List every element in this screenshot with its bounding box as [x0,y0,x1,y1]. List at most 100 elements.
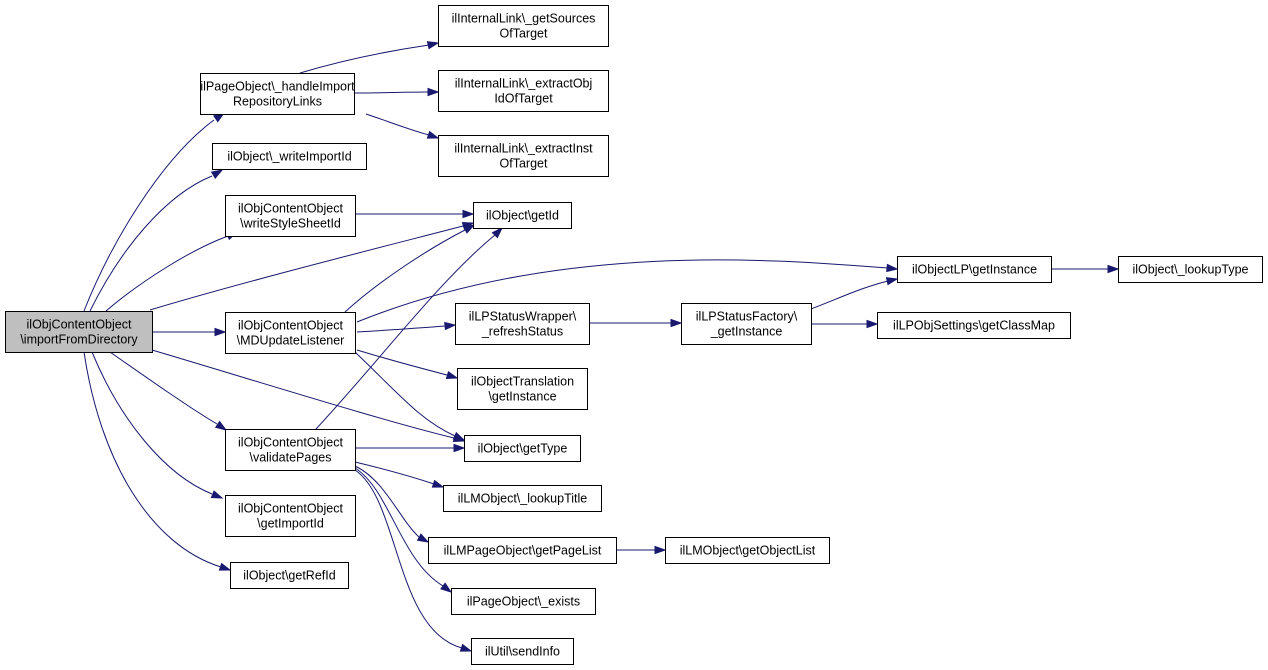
edge-validatePages-to-getId [315,226,504,430]
node-label-line: ilUtil\sendInfo [485,645,560,659]
node-getRefId[interactable]: ilObject\getRefId [230,562,349,589]
node-label-line: \validatePages [249,451,331,465]
node-lookupTitle[interactable]: ilLMObject\_lookupTitle [443,485,602,512]
node-getType[interactable]: ilObject\getType [464,435,581,462]
arrowhead [445,370,459,380]
edge-root-to-writeImportId [89,169,224,312]
node-box[interactable] [225,195,356,237]
arrowhead [210,490,224,499]
edge-line [105,235,229,312]
arrowhead [416,533,430,543]
edge-validatePages-to-getPageList [354,465,430,543]
edge-line [89,175,213,312]
node-box[interactable] [455,303,590,345]
node-box[interactable] [473,202,572,229]
edge-line [354,351,456,437]
node-objectLPGetInstance[interactable]: ilObjectLP\getInstance [897,256,1052,283]
node-exists[interactable]: ilPageObject\_exists [451,588,596,615]
node-box[interactable] [443,485,602,512]
node-box[interactable] [665,537,830,564]
node-box[interactable] [438,135,609,177]
edge-line [83,351,222,568]
node-box[interactable] [1118,256,1263,283]
node-box[interactable] [225,429,356,471]
arrowhead [210,169,224,180]
arrowhead [431,479,445,488]
node-box[interactable] [428,537,617,564]
node-label-line: ilLMPageObject\getPageList [444,544,602,558]
node-box[interactable] [897,256,1052,283]
node-refreshStatus[interactable]: ilLPStatusWrapper\_refreshStatus [455,303,590,345]
edge-MDUpdateListener-to-getType [354,351,466,441]
node-box[interactable] [438,70,609,112]
node-translationGetInstance[interactable]: ilObjectTranslation\getInstance [457,368,588,410]
edge-line [810,280,889,310]
arrowhead [427,87,440,97]
node-label-line: ilPageObject\_handleImport [200,80,355,94]
node-sendInfo[interactable]: ilUtil\sendInfo [471,638,574,665]
node-label-line: ilInternalLink\_getSources [452,12,596,26]
node-label-line: ilObject\getType [478,442,568,456]
node-box[interactable] [5,311,153,353]
node-box[interactable] [681,303,812,345]
node-lookupType[interactable]: ilObject\_lookupType [1118,256,1263,283]
edge-MDUpdateListener-to-refreshStatus [356,321,457,333]
edge-refreshStatus-to-statusFactory [589,318,683,328]
edge-validatePages-to-lookupTitle [354,461,445,488]
node-label-line: ilObjectLP\getInstance [912,263,1037,277]
node-getId[interactable]: ilObject\getId [473,202,572,229]
node-box[interactable] [464,435,581,462]
edge-root-to-validatePages [109,351,228,431]
arrowhead [426,41,440,50]
node-handleImport[interactable]: ilPageObject\_handleImportRepositoryLink… [200,73,355,115]
edge-validatePages-to-sendInfo [354,469,473,652]
node-writeStyleSheetId[interactable]: ilObjContentObject\writeStyleSheetId [225,195,356,237]
node-statusFactory[interactable]: ilLPStatusFactory\_getInstance [681,303,812,345]
node-box[interactable] [225,312,356,354]
edge-line [356,349,448,376]
edge-root-to-getType [151,349,466,443]
edge-root-to-handleImport [83,112,226,312]
node-box[interactable] [457,368,588,410]
edge-MDUpdateListener-to-getId [344,224,476,313]
node-box[interactable] [200,73,355,115]
node-label-line: RepositoryLinks [233,95,322,109]
edge-line [315,234,496,430]
arrowhead [444,321,457,331]
edge-line [354,461,435,485]
node-box[interactable] [212,143,367,170]
edge-line [109,351,218,425]
node-MDUpdateListener[interactable]: ilObjContentObject\MDUpdateListener [225,312,356,354]
edge-writeStyleSheetId-to-getId [355,209,475,219]
node-validatePages[interactable]: ilObjContentObject\validatePages [225,429,356,471]
node-getPageList[interactable]: ilLMPageObject\getPageList [428,537,617,564]
edge-handleImport-to-getSources [299,41,440,74]
edge-line [365,113,430,136]
node-label-line: ilObjContentObject [238,202,343,216]
arrowhead [453,443,466,453]
node-getImportId[interactable]: ilObjContentObject\getImportId [225,495,356,537]
edge-line [353,91,429,94]
node-root[interactable]: ilObjContentObject\importFromDirectory [5,311,153,353]
node-box[interactable] [877,312,1071,339]
edge-handleImport-to-extractInst [365,113,440,139]
node-writeImportId[interactable]: ilObject\_writeImportId [212,143,367,170]
node-getObjectList[interactable]: ilLMObject\getObjectList [665,537,830,564]
arrowhead [452,431,466,441]
edge-root-to-getRefId [83,351,232,571]
node-box[interactable] [438,5,609,47]
edge-MDUpdateListener-to-objectLPGetInstance [356,259,899,323]
edge-line [91,351,213,495]
node-box[interactable] [451,588,596,615]
node-box[interactable] [230,562,349,589]
node-getClassMap[interactable]: ilLPObjSettings\getClassMap [877,312,1071,339]
edge-validatePages-to-getType [355,443,466,453]
node-box[interactable] [471,638,574,665]
node-label-line: IdOfTarget [494,92,553,106]
edge-root-to-MDUpdateListener [152,327,227,337]
node-box[interactable] [225,495,356,537]
edge-validatePages-to-exists [354,467,453,593]
